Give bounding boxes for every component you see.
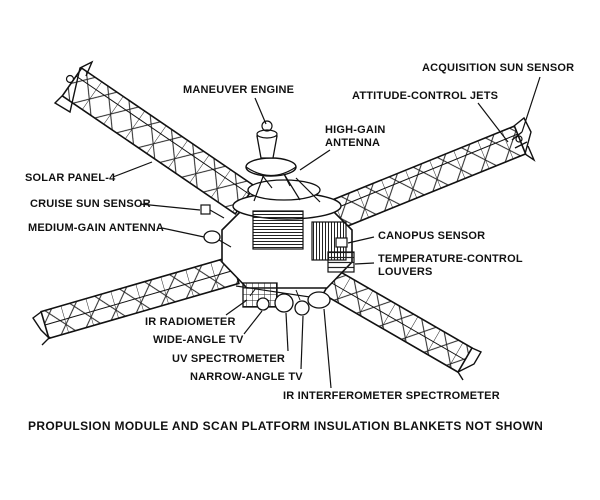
solar-panel-lower-left bbox=[32, 255, 240, 346]
label-maneuver-engine: MANEUVER ENGINE bbox=[183, 84, 295, 96]
temperature-control-louvers-hardware bbox=[327, 251, 355, 273]
label-cruise-sun-sensor: CRUISE SUN SENSOR bbox=[30, 198, 151, 210]
label-solar-panel-4: SOLAR PANEL-4 bbox=[25, 172, 116, 184]
attitude-control-jets-hardware bbox=[511, 131, 528, 149]
label-ir-interferometer-spectrometer: IR INTERFEROMETER SPECTROMETER bbox=[283, 390, 500, 402]
narrow-angle-tv-hardware bbox=[294, 300, 310, 316]
scan-platform bbox=[235, 282, 331, 316]
label-temperature-control-louvers: TEMPERATURE-CONTROL LOUVERS bbox=[378, 253, 523, 278]
thermal-blanket-face bbox=[252, 210, 304, 250]
canopus-sensor-hardware bbox=[335, 237, 348, 248]
label-wide-angle-tv: WIDE-ANGLE TV bbox=[153, 334, 244, 346]
solar-panel-upper-left bbox=[53, 60, 256, 216]
label-high-gain-antenna: HIGH-GAIN ANTENNA bbox=[325, 124, 386, 149]
label-ir-radiometer: IR RADIOMETER bbox=[145, 316, 236, 328]
leader-lines bbox=[112, 76, 541, 389]
diagram-footnote: PROPULSION MODULE AND SCAN PLATFORM INSU… bbox=[28, 419, 544, 433]
label-uv-spectrometer: UV SPECTROMETER bbox=[172, 353, 286, 365]
maneuver-engine-hardware bbox=[256, 120, 278, 159]
cruise-sun-sensor-hardware bbox=[200, 204, 225, 219]
uv-spectrometer-hardware bbox=[274, 293, 294, 313]
spacecraft-bus bbox=[221, 120, 355, 289]
wide-angle-tv-hardware bbox=[256, 297, 270, 311]
label-medium-gain-antenna: MEDIUM-GAIN ANTENNA bbox=[28, 222, 164, 234]
label-acquisition-sun-sensor: ACQUISITION SUN SENSOR bbox=[422, 62, 575, 74]
label-attitude-control-jets: ATTITUDE-CONTROL JETS bbox=[352, 90, 499, 102]
label-narrow-angle-tv: NARROW-ANGLE TV bbox=[190, 371, 303, 383]
solar-panel-lower-right bbox=[321, 268, 482, 381]
ir-interferometer-spectrometer-hardware bbox=[307, 291, 331, 309]
label-canopus-sensor: CANOPUS SENSOR bbox=[378, 230, 486, 242]
